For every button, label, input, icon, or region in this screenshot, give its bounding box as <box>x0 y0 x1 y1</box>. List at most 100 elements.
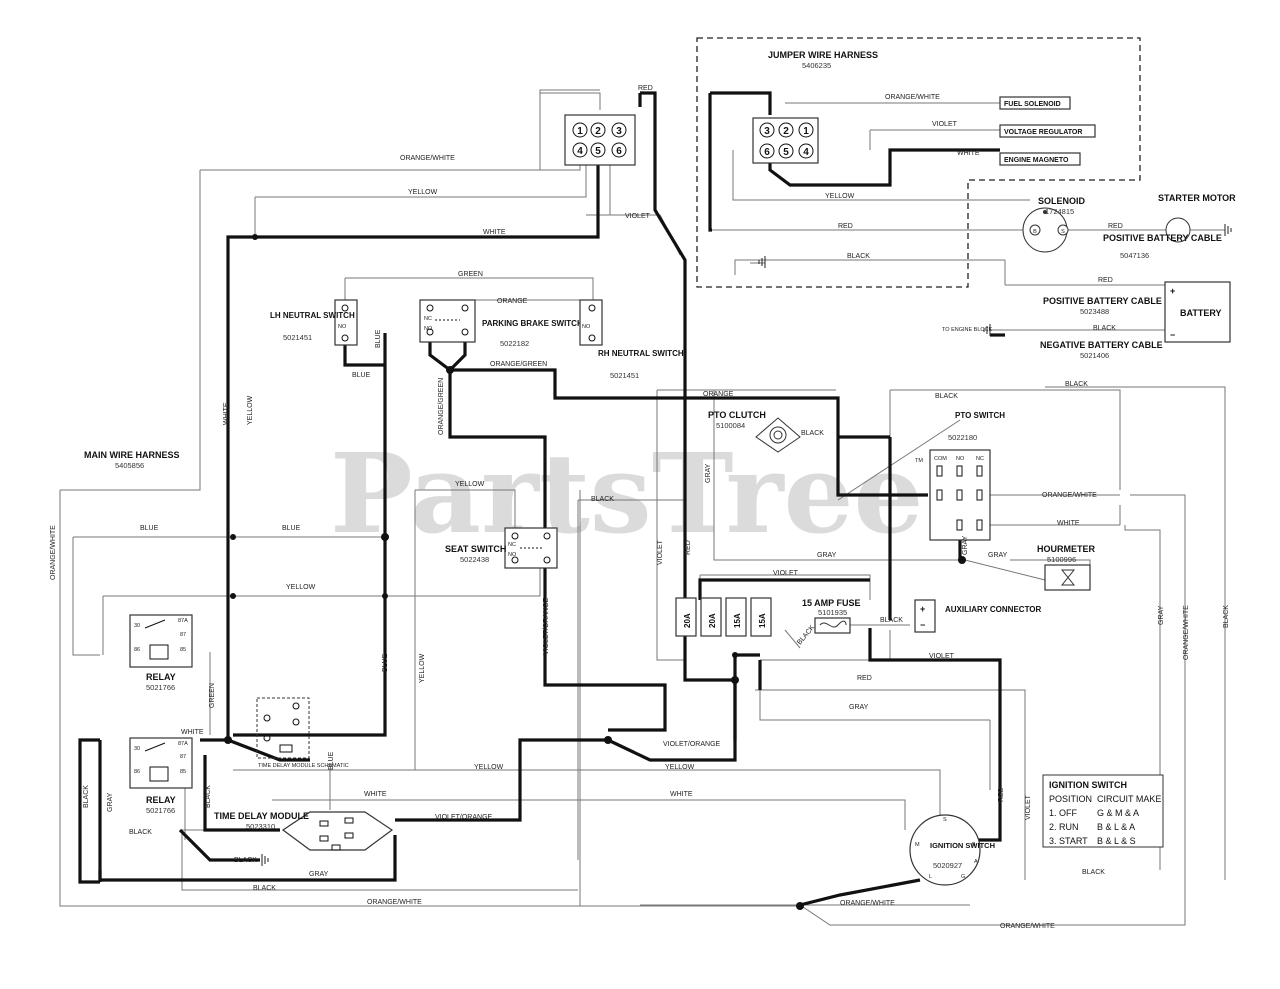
wire-label-orange-white-ign-2: ORANGE/WHITE <box>1000 923 1055 930</box>
fuse-block: 20A 20A 15A 15A <box>675 597 772 637</box>
wire-label-red-j: RED <box>838 223 853 230</box>
wire-label-violet-right: VIOLET <box>929 653 955 660</box>
svg-text:3. START: 3. START <box>1049 836 1088 846</box>
parking-brake-title: PARKING BRAKE SWITCH <box>482 319 583 328</box>
svg-text:NO: NO <box>956 456 965 462</box>
svg-text:A: A <box>974 859 978 865</box>
wire-label-gray-vert-right: GRAY <box>1158 605 1165 625</box>
relay-1-part: 5021766 <box>146 683 175 692</box>
tdm-title: TIME DELAY MODULE <box>214 811 309 821</box>
wire-label-orange: ORANGE <box>497 298 528 305</box>
svg-text:5: 5 <box>595 146 601 157</box>
wire-label-black-ign: BLACK <box>1082 869 1105 876</box>
svg-text:1. OFF: 1. OFF <box>1049 808 1078 818</box>
battery-pos-term: + <box>1170 286 1175 296</box>
time-delay-module <box>281 811 394 851</box>
starter-motor-symbol <box>1165 217 1191 243</box>
svg-text:NO: NO <box>338 324 347 330</box>
seat-switch-title: SEAT SWITCH <box>445 544 506 554</box>
svg-text:3: 3 <box>616 126 622 137</box>
wire-label-violet-top: VIOLET <box>625 213 651 220</box>
jumper-harness-part: 5406235 <box>802 61 831 70</box>
wire-label-red-vert-ign: RED <box>998 787 1005 802</box>
wire-label-blue-vert: BLUE <box>375 329 382 348</box>
svg-text:87A: 87A <box>178 741 188 747</box>
svg-text:1: 1 <box>577 126 583 137</box>
svg-text:30: 30 <box>134 746 140 752</box>
battery-label: BATTERY <box>1180 308 1222 318</box>
svg-text:6: 6 <box>764 147 770 158</box>
wire-label-green: GREEN <box>458 271 483 278</box>
seat-switch-part: 5022438 <box>460 555 489 564</box>
voltage-regulator-box <box>999 124 1096 138</box>
neg-cable-part: 5021406 <box>1080 351 1109 360</box>
battery-neg-term: − <box>1170 330 1175 340</box>
parking-brake-switch: NC NO <box>419 299 476 343</box>
rh-neutral-part: 5021451 <box>610 371 639 380</box>
wire-label-red-top: RED <box>638 85 653 92</box>
pto-switch-title-1: PTO SWITCH <box>955 411 1005 420</box>
svg-text:5: 5 <box>783 147 789 158</box>
wire-label-yellow-j: YELLOW <box>825 193 855 200</box>
svg-text:87: 87 <box>180 754 186 760</box>
jumper-connector: 3 2 1 6 5 4 <box>752 117 819 164</box>
wire-label-green-vert: GREEN <box>209 683 216 708</box>
wire-label-violet-vert-ign: VIOLET <box>1025 794 1032 820</box>
seat-switch: NC NO <box>504 527 558 569</box>
wire-label-blue-lh: BLUE <box>352 372 371 379</box>
wire-label-yellow-bottom-2: YELLOW <box>665 764 695 771</box>
hourmeter-title: HOURMETER <box>1037 544 1095 554</box>
svg-text:6: 6 <box>616 146 622 157</box>
main-harness-part: 5405856 <box>115 461 144 470</box>
jumper-harness-title: JUMPER WIRE HARNESS <box>768 50 878 60</box>
wire-label-orange-white-pto: ORANGE/WHITE <box>1042 492 1097 499</box>
svg-text:CIRCUIT MAKE: CIRCUIT MAKE <box>1097 794 1161 804</box>
pos-cable-2-part: 5023488 <box>1080 307 1109 316</box>
main-harness-title: MAIN WIRE HARNESS <box>84 450 180 460</box>
wire-label-black-seat: BLACK <box>591 496 614 503</box>
svg-text:B: B <box>1033 229 1037 235</box>
relay-2: 30 87A 87 86 85 <box>129 737 193 789</box>
wire-label-orange-white-top: ORANGE/WHITE <box>400 155 455 162</box>
lh-neutral-switch: NO <box>334 299 358 346</box>
wire-label-orange-white-vert-left: ORANGE/WHITE <box>50 525 57 580</box>
wire-label-orange-white-bottom: ORANGE/WHITE <box>367 899 422 906</box>
solenoid: B S <box>1022 207 1069 253</box>
wire-label-white-bottom: WHITE <box>364 791 387 798</box>
tdm-schematic <box>256 697 310 759</box>
svg-text:S: S <box>1061 229 1065 235</box>
wire-label-black-bat: BLACK <box>1093 325 1116 332</box>
svg-text:30: 30 <box>134 623 140 629</box>
svg-text:3: 3 <box>764 126 770 137</box>
lh-neutral-title: LH NEUTRAL SWITCH <box>270 311 355 320</box>
to-engine-block: TO ENGINE BLOCK <box>942 327 993 333</box>
rh-neutral-switch: NO <box>579 299 603 346</box>
aux-connector-title: AUXILIARY CONNECTOR <box>945 605 1042 614</box>
relay-1: 30 87A 87 86 85 <box>129 614 193 668</box>
svg-text:G & M & A: G & M & A <box>1097 808 1139 818</box>
solenoid-part: 1724815 <box>1045 207 1074 216</box>
svg-text:B & L & S: B & L & S <box>1097 836 1136 846</box>
tdm-part: 5023310 <box>246 822 275 831</box>
wire-label-black-vert-relay-2: BLACK <box>205 785 212 808</box>
svg-text:20A: 20A <box>708 613 717 628</box>
wire-label-red-right: RED <box>857 675 872 682</box>
svg-text:87A: 87A <box>178 618 188 624</box>
wire-label-white-j: WHITE <box>957 150 980 157</box>
main-connector: 1 2 3 4 5 6 <box>564 114 636 166</box>
rh-neutral-title: RH NEUTRAL SWITCH <box>598 349 684 358</box>
svg-text:NC: NC <box>976 456 984 462</box>
wire-label-orange-green-vert: ORANGE/GREEN <box>438 378 445 435</box>
tdm-schematic-title: TIME DELAY MODULE SCHEMATIC <box>258 763 349 769</box>
pto-clutch-symbol <box>755 417 801 453</box>
relay-2-title: RELAY <box>146 795 176 805</box>
engine-magneto-box <box>999 152 1081 166</box>
junction-dots <box>224 234 966 910</box>
wire-label-yellow-seat: YELLOW <box>455 481 485 488</box>
fuse15-part: 5101935 <box>818 608 847 617</box>
wire-label-black-tdm: BLACK <box>234 857 257 864</box>
svg-text:2: 2 <box>595 126 601 137</box>
svg-text:COM: COM <box>934 456 947 462</box>
svg-text:85: 85 <box>180 769 186 775</box>
